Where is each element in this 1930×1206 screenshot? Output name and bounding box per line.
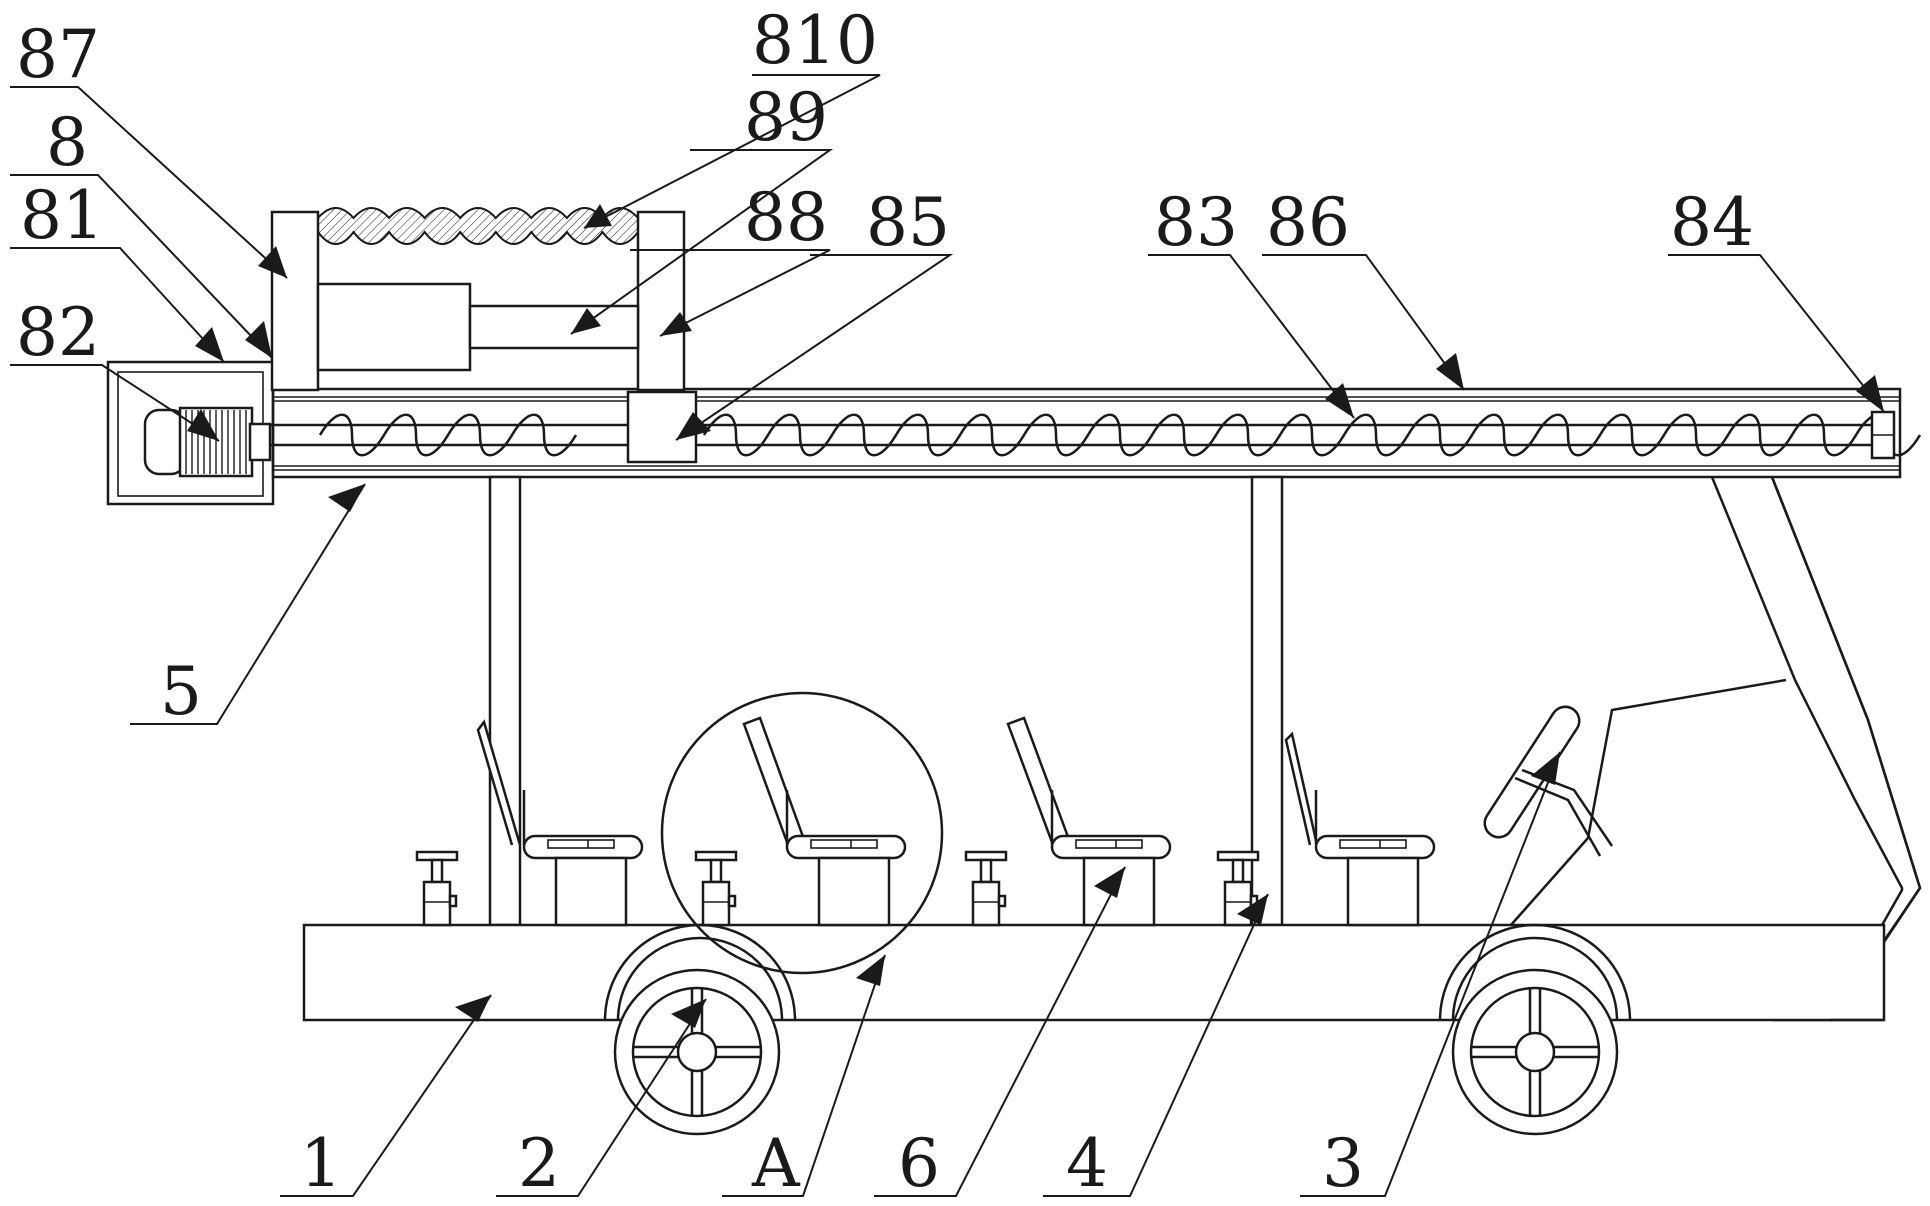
guide-rail-tube [273, 389, 1900, 477]
label-3: 3 [1322, 1125, 1364, 1202]
lifting-jack-2 [696, 852, 736, 925]
label-83: 83 [1154, 184, 1238, 261]
chassis [304, 925, 1884, 1020]
label-6: 6 [898, 1125, 940, 1202]
label-84: 84 [1670, 184, 1754, 261]
seats [478, 718, 1434, 925]
lifting-jack-1 [417, 852, 457, 925]
label-87: 87 [16, 16, 100, 93]
cylinder-body [318, 284, 470, 370]
cylinder-rod [470, 306, 638, 348]
seat-2 [744, 718, 905, 925]
seat-3 [1008, 718, 1170, 925]
label-2: 2 [518, 1125, 560, 1202]
label-85: 85 [866, 184, 950, 261]
label-4: 4 [1066, 1125, 1108, 1202]
screw-thread [320, 415, 1920, 456]
vehicle [304, 477, 1920, 1134]
label-810: 810 [752, 2, 878, 79]
fixed-plate [272, 212, 318, 390]
label-A: A [751, 1125, 801, 1202]
label-81: 81 [20, 177, 104, 254]
seat-4 [1286, 734, 1434, 925]
moving-plate [638, 212, 684, 390]
label-82: 82 [16, 294, 100, 371]
label-86: 86 [1266, 184, 1350, 261]
label-1: 1 [300, 1125, 342, 1202]
label-8: 8 [46, 104, 88, 181]
support-pillar-left [490, 477, 520, 925]
label-89: 89 [744, 79, 828, 156]
label-5: 5 [160, 653, 202, 730]
lifting-jack-3 [966, 852, 1006, 925]
motor [145, 408, 270, 476]
top-transmission-assembly [108, 208, 1920, 504]
label-88: 88 [744, 179, 828, 256]
